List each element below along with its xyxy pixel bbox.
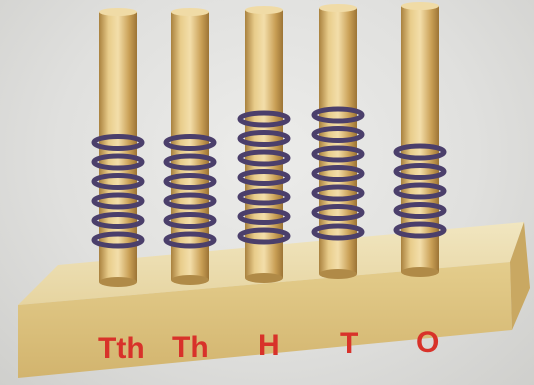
rod-t xyxy=(314,4,362,279)
rod-cap xyxy=(319,4,357,12)
label-o: O xyxy=(416,326,439,359)
rod-h xyxy=(240,6,288,283)
rod-cap xyxy=(245,6,283,14)
rod-cap xyxy=(171,8,209,16)
rod-o xyxy=(396,2,444,277)
label-t: T xyxy=(340,327,358,360)
rod-cap xyxy=(99,8,137,16)
label-h: H xyxy=(258,329,280,362)
rod-foot xyxy=(99,277,137,287)
label-th: Th xyxy=(172,331,209,364)
rod-foot xyxy=(319,269,357,279)
rod-body xyxy=(401,6,439,272)
rod-tth xyxy=(94,8,142,287)
rod-foot xyxy=(245,273,283,283)
label-tth: Tth xyxy=(98,332,145,365)
rod-foot xyxy=(171,275,209,285)
rod-cap xyxy=(401,2,439,10)
rod-foot xyxy=(401,267,439,277)
rod-th xyxy=(166,8,214,285)
